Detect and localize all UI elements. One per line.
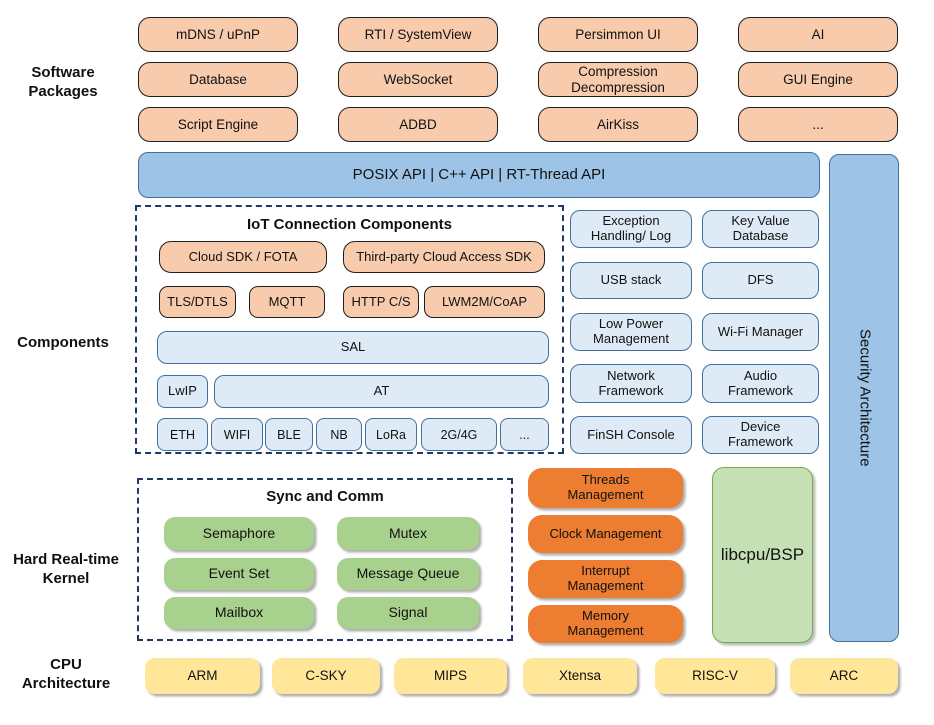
package-websocket: WebSocket [338,62,498,97]
component-usb-stack: USB stack [570,262,692,299]
software-packages-grid: mDNS / uPnP RTI / SystemView Persimmon U… [138,17,898,142]
kernel-libcpu-bsp: libcpu/BSP [712,467,813,643]
api-layer-bar: POSIX API | C++ API | RT-Thread API [138,152,820,198]
iot-link-lora: LoRa [365,418,417,451]
cpu-mips: MIPS [394,658,507,694]
iot-lwm2m-coap: LWM2M/CoAP [424,286,545,318]
iot-link-ellipsis: ... [500,418,549,451]
label-cpu-line1: CPU [50,656,82,673]
package-script-engine: Script Engine [138,107,298,142]
sync-and-comm-group: Sync and Comm Semaphore Mutex Event Set … [137,478,513,641]
label-cpu-architecture: CPU Architecture [0,656,132,694]
package-adbd: ADBD [338,107,498,142]
component-low-power-management: Low Power Management [570,313,692,351]
iot-http-cs: HTTP C/S [343,286,419,318]
kernel-mailbox: Mailbox [164,597,314,629]
iot-link-wifi: WIFI [211,418,263,451]
component-wifi-manager: Wi-Fi Manager [702,313,819,351]
component-audio-framework: Audio Framework [702,364,819,403]
iot-at: AT [214,375,549,408]
kernel-message-queue: Message Queue [337,558,479,590]
label-components: Components [17,334,109,351]
package-rti-systemview: RTI / SystemView [338,17,498,52]
label-cpu-line2: Architecture [21,674,111,692]
package-airkiss: AirKiss [538,107,698,142]
iot-cloud-sdk-fota: Cloud SDK / FOTA [159,241,327,273]
kernel-interrupt-management: Interrupt Management [528,560,683,598]
component-dfs: DFS [702,262,819,299]
iot-link-eth: ETH [157,418,208,451]
package-compression-decompression: Compression Decompression [538,62,698,97]
security-architecture-bar: Security Architecture [829,154,899,642]
iot-sal-layer: SAL [157,331,549,364]
component-network-framework: Network Framework [570,364,692,403]
label-software-line1: Software [31,64,95,81]
iot-tls-dtls: TLS/DTLS [159,286,236,318]
label-software-line2: Packages [28,82,98,100]
sync-group-title: Sync and Comm [266,488,384,505]
iot-third-party-cloud-sdk: Third-party Cloud Access SDK [343,241,545,273]
iot-mqtt: MQTT [249,286,325,318]
package-mdns-upnp: mDNS / uPnP [138,17,298,52]
package-ellipsis: ... [738,107,898,142]
cpu-arm: ARM [145,658,260,694]
cpu-risc-v: RISC-V [655,658,775,694]
cpu-c-sky: C-SKY [272,658,380,694]
label-kernel-line1: Hard Real-time [13,551,119,568]
component-finsh-console: FinSH Console [570,416,692,454]
iot-connection-components-group: IoT Connection Components Cloud SDK / FO… [135,205,564,454]
kernel-event-set: Event Set [164,558,314,590]
label-hard-realtime-kernel: Hard Real-time Kernel [0,551,132,589]
cpu-xtensa: Xtensa [523,658,637,694]
kernel-threads-management: Threads Management [528,468,683,508]
iot-link-ble: BLE [265,418,313,451]
package-ai: AI [738,17,898,52]
kernel-clock-management: Clock Management [528,515,683,553]
iot-link-2g4g: 2G/4G [421,418,497,451]
package-gui-engine: GUI Engine [738,62,898,97]
kernel-signal: Signal [337,597,479,629]
label-software-packages: Software Packages [0,64,126,102]
package-persimmon-ui: Persimmon UI [538,17,698,52]
iot-group-title: IoT Connection Components [247,216,452,233]
component-exception-handling-log: Exception Handling/ Log [570,210,692,248]
cpu-arc: ARC [790,658,898,694]
kernel-memory-management: Memory Management [528,605,683,643]
package-database: Database [138,62,298,97]
component-key-value-database: Key Value Database [702,210,819,248]
label-kernel-line2: Kernel [42,569,90,587]
component-device-framework: Device Framework [702,416,819,454]
kernel-semaphore: Semaphore [164,517,314,550]
iot-link-nb: NB [316,418,362,451]
iot-lwip: LwIP [157,375,208,408]
kernel-mutex: Mutex [337,517,479,550]
